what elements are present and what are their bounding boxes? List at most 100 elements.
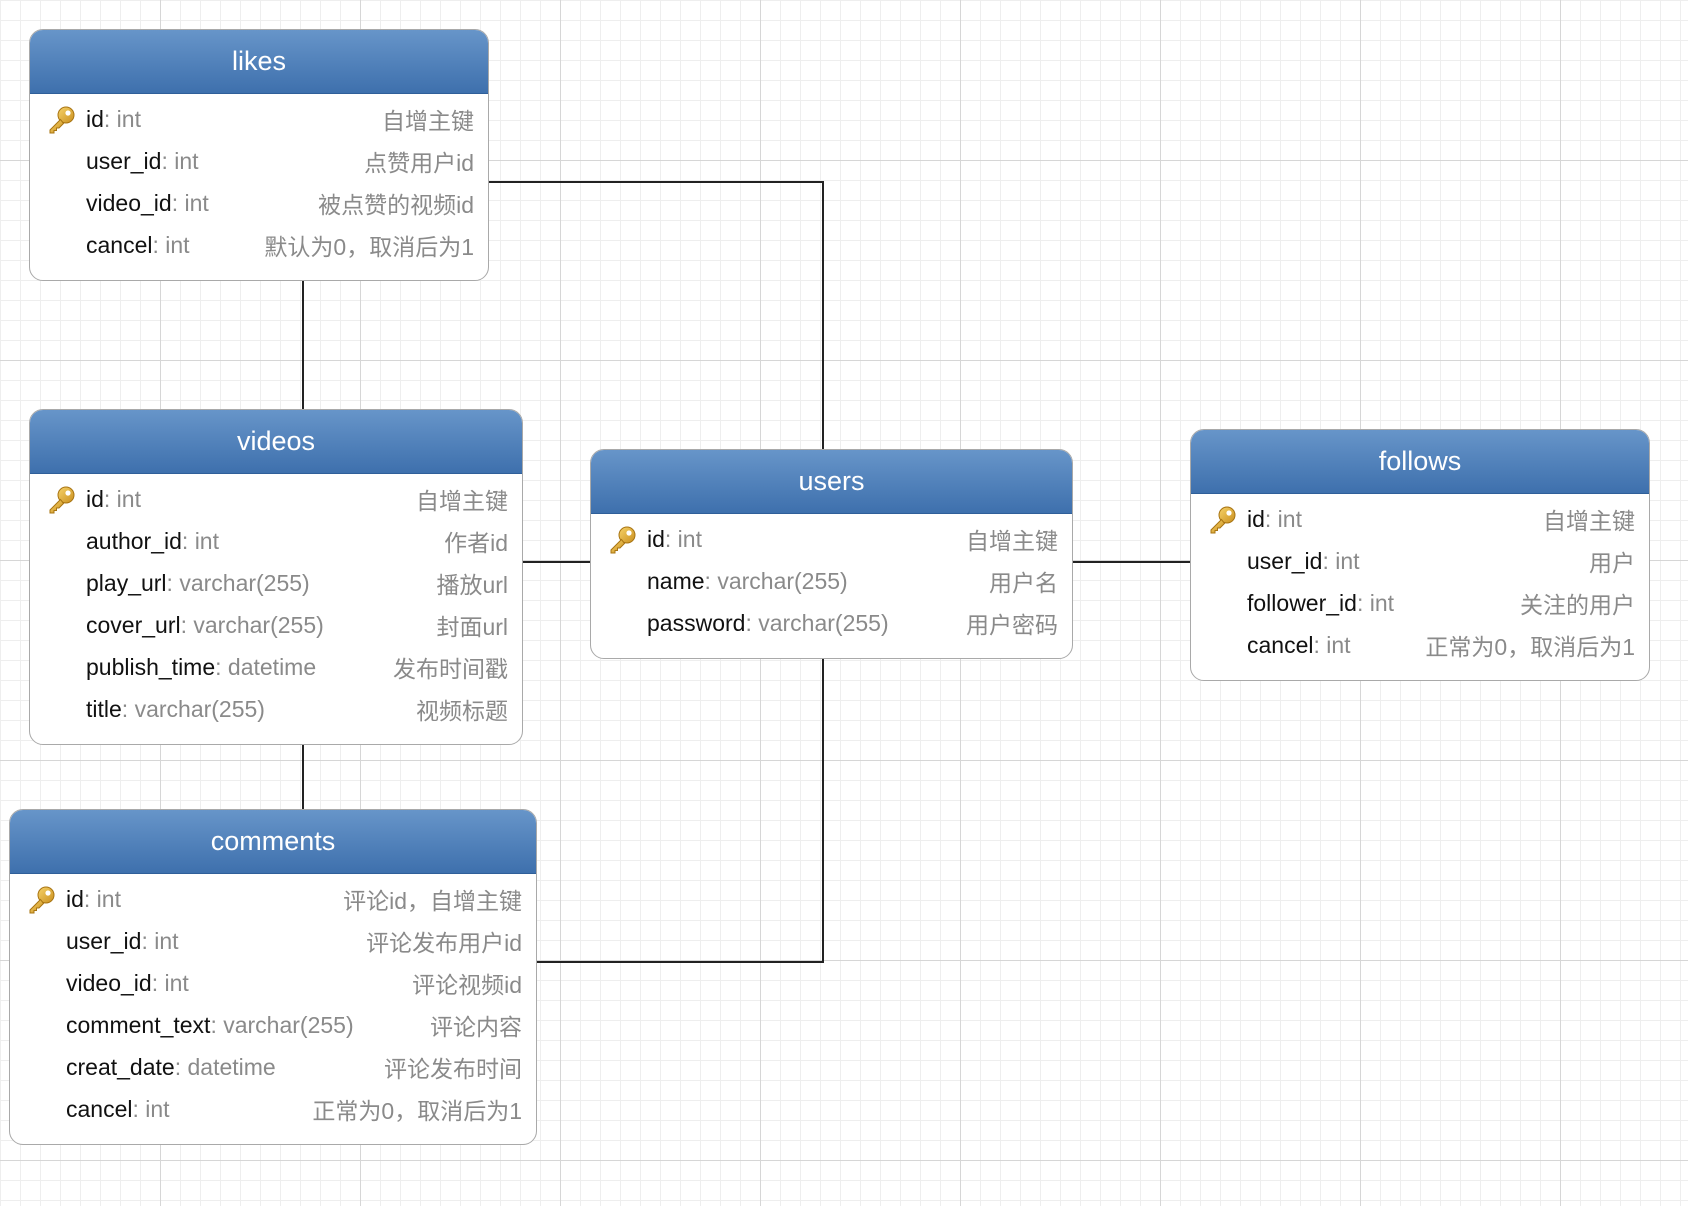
column-name: name bbox=[647, 567, 705, 594]
column-type: : int bbox=[181, 527, 219, 554]
column-row-comments-cancel[interactable]: cancel: int 正常为0，取消后为1 bbox=[10, 1088, 536, 1130]
column-row-videos-author-id[interactable]: author_id: int 作者id bbox=[30, 520, 522, 562]
column-comment: 视频标题 bbox=[416, 698, 508, 724]
column-type: : int bbox=[151, 969, 189, 996]
column-row-comments-id[interactable]: id: int 评论id，自增主键 bbox=[10, 878, 536, 920]
column-comment: 正常为0，取消后为1 bbox=[1425, 634, 1635, 660]
column-type: : varchar(255) bbox=[210, 1011, 354, 1038]
column-comment: 默认为0，取消后为1 bbox=[264, 234, 474, 260]
table-header-follows: follows bbox=[1191, 430, 1649, 494]
column-comment: 关注的用户 bbox=[1520, 592, 1635, 618]
column-comment: 自增主键 bbox=[382, 108, 474, 134]
primary-key-icon bbox=[46, 484, 78, 516]
column-type: : int bbox=[664, 525, 702, 552]
column-type: : varchar(255) bbox=[180, 611, 324, 638]
column-type: : int bbox=[83, 885, 121, 912]
column-name: id bbox=[86, 485, 104, 512]
column-row-videos-title[interactable]: title: varchar(255) 视频标题 bbox=[30, 688, 522, 730]
column-name: comment_text bbox=[66, 1011, 211, 1038]
column-row-comments-comment-text[interactable]: comment_text: varchar(255) 评论内容 bbox=[10, 1004, 536, 1046]
column-name: id bbox=[1247, 505, 1265, 532]
column-type: : int bbox=[161, 147, 199, 174]
table-header-likes: likes bbox=[30, 30, 488, 94]
column-comment: 评论id，自增主键 bbox=[343, 888, 522, 914]
column-name: user_id bbox=[1247, 547, 1323, 574]
column-name: id bbox=[66, 885, 84, 912]
column-type: : int bbox=[1264, 505, 1302, 532]
column-type: : int bbox=[1322, 547, 1360, 574]
column-name: id bbox=[86, 105, 104, 132]
column-row-likes-cancel[interactable]: cancel: int 默认为0，取消后为1 bbox=[30, 224, 488, 266]
column-comment: 播放url bbox=[436, 572, 508, 598]
connector-likes-users bbox=[489, 181, 824, 449]
column-name: video_id bbox=[86, 189, 172, 216]
column-name: cancel bbox=[1247, 631, 1314, 658]
column-type: : int bbox=[1356, 589, 1395, 616]
column-name: publish_time bbox=[86, 653, 216, 680]
column-row-likes-video-id[interactable]: video_id: int 被点赞的视频id bbox=[30, 182, 488, 224]
column-type: : int bbox=[152, 231, 190, 258]
column-comment: 点赞用户id bbox=[364, 150, 474, 176]
column-name: title bbox=[86, 695, 122, 722]
column-comment: 评论视频id bbox=[412, 972, 522, 998]
column-type: : int bbox=[141, 927, 179, 954]
table-header-comments: comments bbox=[10, 810, 536, 874]
column-comment: 用户 bbox=[1589, 550, 1635, 576]
column-row-follows-follower-id[interactable]: follower_id: int 关注的用户 bbox=[1191, 582, 1649, 624]
column-name: cancel bbox=[66, 1095, 133, 1122]
column-type: : datetime bbox=[174, 1053, 276, 1080]
column-type: : int bbox=[171, 189, 209, 216]
column-comment: 用户名 bbox=[989, 570, 1058, 596]
column-row-users-password[interactable]: password: varchar(255)用户密码 bbox=[591, 602, 1072, 644]
column-comment: 自增主键 bbox=[416, 488, 508, 514]
column-comment: 正常为0，取消后为1 bbox=[312, 1098, 522, 1124]
column-type: : varchar(255) bbox=[745, 609, 889, 636]
column-name: follower_id bbox=[1247, 589, 1357, 616]
column-row-videos-play-url[interactable]: play_url: varchar(255)播放url bbox=[30, 562, 522, 604]
column-comment: 被点赞的视频id bbox=[318, 192, 474, 218]
column-row-likes-user-id[interactable]: user_id: int 点赞用户id bbox=[30, 140, 488, 182]
column-name: video_id bbox=[66, 969, 152, 996]
primary-key-icon bbox=[1207, 504, 1239, 536]
column-name: author_id bbox=[86, 527, 182, 554]
column-name: user_id bbox=[66, 927, 142, 954]
column-name: id bbox=[647, 525, 665, 552]
column-type: : varchar(255) bbox=[121, 695, 265, 722]
primary-key-icon bbox=[46, 104, 78, 136]
column-type: : varchar(255) bbox=[704, 567, 848, 594]
table-header-videos: videos bbox=[30, 410, 522, 474]
column-comment: 发布时间戳 bbox=[393, 656, 508, 682]
column-type: : int bbox=[132, 1095, 170, 1122]
column-row-users-name[interactable]: name: varchar(255) 用户名 bbox=[591, 560, 1072, 602]
column-row-follows-user-id[interactable]: user_id: int 用户 bbox=[1191, 540, 1649, 582]
column-row-comments-video-id[interactable]: video_id: int 评论视频id bbox=[10, 962, 536, 1004]
column-name: user_id bbox=[86, 147, 162, 174]
column-comment: 自增主键 bbox=[1543, 508, 1635, 534]
table-header-users: users bbox=[591, 450, 1072, 514]
column-name: cancel bbox=[86, 231, 153, 258]
column-comment: 评论内容 bbox=[430, 1014, 522, 1040]
column-row-follows-id[interactable]: id: int 自增主键 bbox=[1191, 498, 1649, 540]
column-comment: 作者id bbox=[444, 530, 508, 556]
column-name: creat_date bbox=[66, 1053, 175, 1080]
column-name: cover_url bbox=[86, 611, 181, 638]
column-comment: 封面url bbox=[436, 614, 508, 640]
column-row-videos-cover-url[interactable]: cover_url: varchar(255) 封面url bbox=[30, 604, 522, 646]
